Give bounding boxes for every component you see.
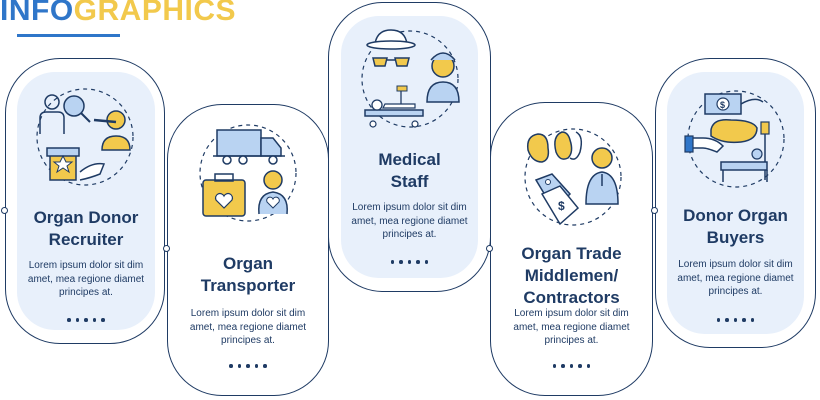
pager-dots [17, 318, 155, 322]
card-description: Lorem ipsum dolor sit dim amet, mea regi… [667, 258, 804, 299]
card-title: Donor Organ Buyers [667, 205, 804, 249]
card-description-line: Lorem ipsum dolor sit dim [28, 260, 144, 271]
card-title-line: Donor Organ [683, 206, 788, 225]
recruiter-icon [36, 88, 134, 186]
pager-dots [167, 364, 329, 368]
card-title-line: Middlemen/ [524, 266, 619, 285]
card-description-line: principes at. [544, 335, 599, 346]
card-outline [5, 58, 165, 344]
card-description-line: principes at. [221, 335, 275, 346]
medical-staff-icon [361, 29, 460, 128]
card-panel [667, 72, 804, 334]
infographics-header: INFOGRAPHICS [0, 0, 236, 34]
card-description-line: principes at. [59, 287, 113, 298]
card-title: Organ Transporter [167, 253, 329, 297]
card-title-line: Buyers [706, 228, 765, 247]
connector-dot [486, 245, 493, 252]
card-title-line: Transporter [200, 276, 296, 295]
card-description-line: principes at. [708, 286, 763, 297]
card-description: Lorem ipsum dolor sit dim amet, mea regi… [341, 201, 478, 242]
svg-text:$: $ [558, 199, 565, 213]
card-description-line: principes at. [382, 229, 437, 240]
card-title: Medical Staff [341, 149, 478, 193]
header-part2: GRAPHICS [73, 0, 237, 27]
card-title-line: Organ Donor [33, 208, 139, 227]
connector-dot [1, 207, 8, 214]
svg-text:$: $ [720, 100, 725, 110]
transporter-icon [199, 124, 297, 222]
card-description-line: amet, mea regione diamet [513, 321, 630, 333]
card-description: Lorem ipsum dolor sit dim amet, mea regi… [167, 307, 329, 348]
card-description-line: Lorem ipsum dolor sit dim [514, 308, 629, 319]
card-description-line: amet, mea regione diamet [677, 272, 794, 284]
buyers-icon: $ [684, 90, 785, 188]
card-outline [655, 58, 816, 348]
card-description-line: amet, mea regione diamet [189, 321, 307, 333]
card-description-line: amet, mea regione diamet [27, 273, 145, 285]
card-description-line: Lorem ipsum dolor sit dim [678, 259, 793, 270]
pager-dots [667, 318, 804, 322]
connector-dot [163, 245, 170, 252]
middlemen-icon: $ [524, 128, 622, 226]
card-title: Organ Donor Recruiter [17, 207, 155, 251]
card-title: Organ Trade Middlemen/ Contractors [490, 243, 653, 309]
card-description: Lorem ipsum dolor sit dim amet, mea regi… [490, 307, 653, 348]
card-description-line: Lorem ipsum dolor sit dim [190, 308, 306, 319]
card-title-line: Staff [390, 172, 429, 191]
header-part1: INFO [0, 0, 74, 27]
card-description-line: Lorem ipsum dolor sit dim [352, 202, 467, 213]
header-underline [17, 34, 120, 37]
card-title-line: Contractors [523, 288, 620, 307]
pager-dots [341, 260, 478, 264]
card-description-line: amet, mea regione diamet [351, 215, 468, 227]
connector-dot [651, 207, 658, 214]
card-description: Lorem ipsum dolor sit dim amet, mea regi… [17, 259, 155, 300]
card-title-line: Organ Trade [521, 244, 622, 263]
pager-dots [490, 364, 653, 368]
card-title-line: Organ [222, 254, 274, 273]
card-title-line: Medical [378, 150, 441, 169]
card-title-line: Recruiter [48, 230, 124, 249]
